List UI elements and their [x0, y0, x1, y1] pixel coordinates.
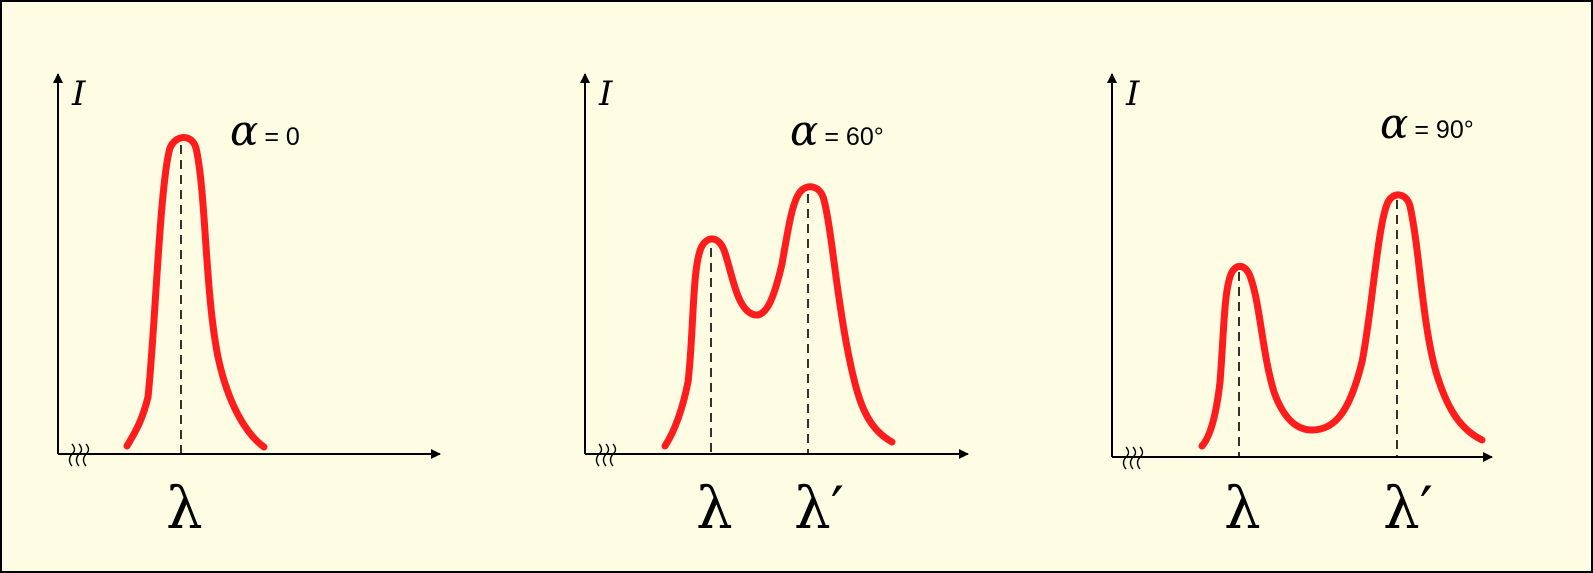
panel3-axis-break-icon	[1122, 446, 1144, 470]
panel2-axis-break-icon	[595, 443, 617, 467]
panel2-alpha-value: = 60°	[824, 123, 883, 151]
panel1-y-label: I	[71, 74, 86, 114]
panel3-x-label-lambda: λ	[1224, 474, 1261, 542]
panel-alpha-60: I α= 60° λ λ′	[580, 73, 969, 542]
panel2-y-label: I	[598, 74, 613, 114]
panel3-y-label: I	[1125, 74, 1140, 114]
panel3-alpha-value: = 90°	[1414, 116, 1473, 144]
panel2-x-label-lambda-prime: λ′	[794, 474, 844, 542]
panel1-alpha-symbol: α	[230, 106, 258, 155]
panel-alpha-90: I α= 90° λ λ′	[1107, 73, 1493, 542]
panel-alpha-0: I α= 0 λ	[53, 73, 441, 542]
panel3-alpha-symbol: α	[1380, 99, 1408, 148]
panel1-alpha-value: = 0	[264, 123, 299, 151]
panel2-spectrum-curve	[661, 183, 896, 450]
panel1-alpha-annotation: α= 0	[230, 106, 300, 155]
panel2-x-label-lambda: λ	[696, 474, 733, 542]
panel1-x-label-lambda: λ	[166, 474, 203, 542]
panel1-axis-break-icon	[68, 443, 90, 467]
panel1-spectrum-curve	[123, 134, 268, 451]
panel2-alpha-symbol: α	[790, 106, 818, 155]
panel3-spectrum-curve	[1198, 191, 1486, 450]
panel2-alpha-annotation: α= 60°	[790, 106, 884, 155]
panel3-alpha-annotation: α= 90°	[1380, 99, 1474, 148]
panel3-x-label-lambda-prime: λ′	[1383, 474, 1433, 542]
